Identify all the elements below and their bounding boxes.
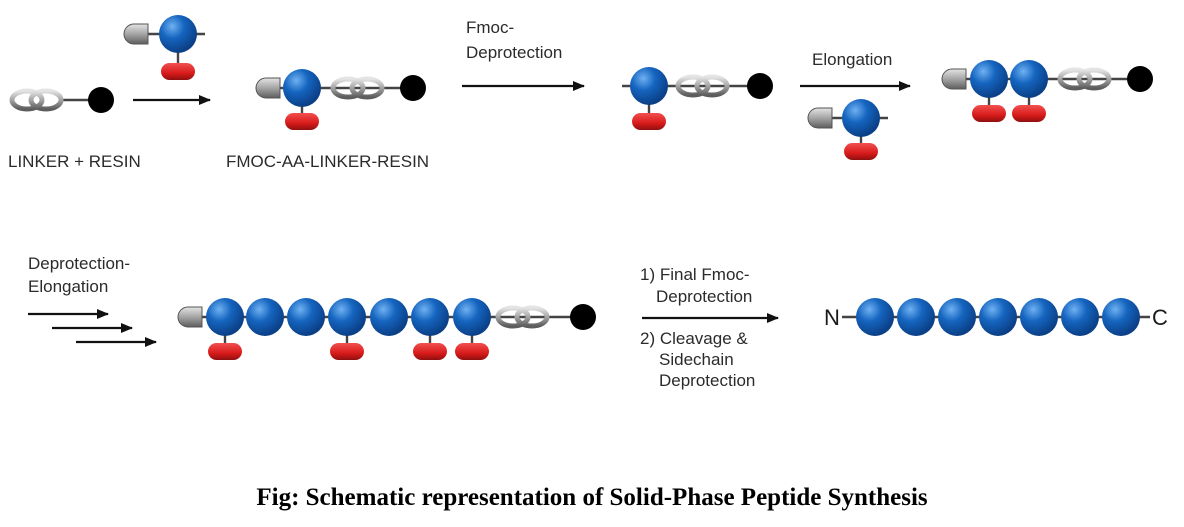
amino-acid-bead-icon [856, 298, 894, 336]
amino-acid-bead-icon [206, 298, 244, 336]
amino-acid-bead-icon [1061, 298, 1099, 336]
amino-acid-bead-icon [246, 298, 284, 336]
amino-acid-bead-icon [979, 298, 1017, 336]
linker-chain-icon [694, 74, 730, 98]
fmoc-cap-icon [255, 77, 281, 99]
linker-chain-icon [9, 88, 45, 112]
amino-acid-bead-icon [1010, 60, 1048, 98]
cleavage-label-line3: Deprotection [659, 371, 755, 390]
amino-acid-bead-icon [842, 99, 880, 137]
sidechain-protecting-group-icon [455, 343, 489, 360]
linker-chain-icon [675, 74, 711, 98]
amino-acid-bead-icon [159, 15, 197, 53]
resin-bead-icon [400, 75, 426, 101]
sidechain-protecting-group-icon [161, 63, 195, 80]
deprotection-elongation-label-line2: Elongation [28, 277, 108, 296]
fmoc-cap-icon [123, 23, 149, 45]
fmoc-cap-icon [177, 306, 203, 328]
amino-acid-bead-icon [287, 298, 325, 336]
fmoc-aa-linker-resin-label: FMOC-AA-LINKER-RESIN [226, 152, 429, 171]
linker-chain-icon [1076, 67, 1112, 91]
resin-bead-icon [88, 87, 114, 113]
n-terminus-label: N [824, 305, 840, 330]
cleavage-label-line2: Sidechain [659, 350, 734, 369]
figure-caption: Fig: Schematic representation of Solid-P… [256, 484, 928, 511]
linker-chain-icon [330, 76, 366, 100]
fmoc-cap-icon [807, 107, 833, 129]
sidechain-protecting-group-icon [330, 343, 364, 360]
elongation-label: Elongation [812, 50, 892, 69]
amino-acid-bead-icon [453, 298, 491, 336]
fmoc-deprotection-label-line1: Fmoc- [466, 18, 514, 37]
sidechain-protecting-group-icon [413, 343, 447, 360]
sidechain-protecting-group-icon [972, 105, 1006, 122]
sidechain-protecting-group-icon [1012, 105, 1046, 122]
amino-acid-bead-icon [283, 69, 321, 107]
linker-chain-icon [28, 88, 64, 112]
fmoc-cap-icon [941, 68, 967, 90]
amino-acid-bead-icon [970, 60, 1008, 98]
cleavage-label-line1: 2) Cleavage & [640, 329, 748, 348]
sidechain-protecting-group-icon [208, 343, 242, 360]
amino-acid-bead-icon [938, 298, 976, 336]
amino-acid-bead-icon [370, 298, 408, 336]
final-deprotection-label-line1: 1) Final Fmoc- [640, 265, 750, 284]
sidechain-protecting-group-icon [285, 113, 319, 130]
amino-acid-bead-icon [897, 298, 935, 336]
linker-chain-icon [495, 305, 531, 329]
resin-bead-icon [570, 304, 596, 330]
linker-chain-icon [1057, 67, 1093, 91]
deprotection-elongation-label-line1: Deprotection- [28, 254, 130, 273]
resin-bead-icon [747, 73, 773, 99]
amino-acid-bead-icon [411, 298, 449, 336]
amino-acid-bead-icon [328, 298, 366, 336]
sidechain-protecting-group-icon [844, 143, 878, 160]
amino-acid-bead-icon [630, 67, 668, 105]
c-terminus-label: C [1152, 305, 1168, 330]
sidechain-protecting-group-icon [632, 113, 666, 130]
linker-chain-icon [514, 305, 550, 329]
fmoc-deprotection-label-line2: Deprotection [466, 43, 562, 62]
resin-bead-icon [1127, 66, 1153, 92]
amino-acid-bead-icon [1020, 298, 1058, 336]
amino-acid-bead-icon [1102, 298, 1140, 336]
final-deprotection-label-line2: Deprotection [656, 287, 752, 306]
linker-resin-label: LINKER + RESIN [8, 152, 141, 171]
linker-chain-icon [349, 76, 385, 100]
